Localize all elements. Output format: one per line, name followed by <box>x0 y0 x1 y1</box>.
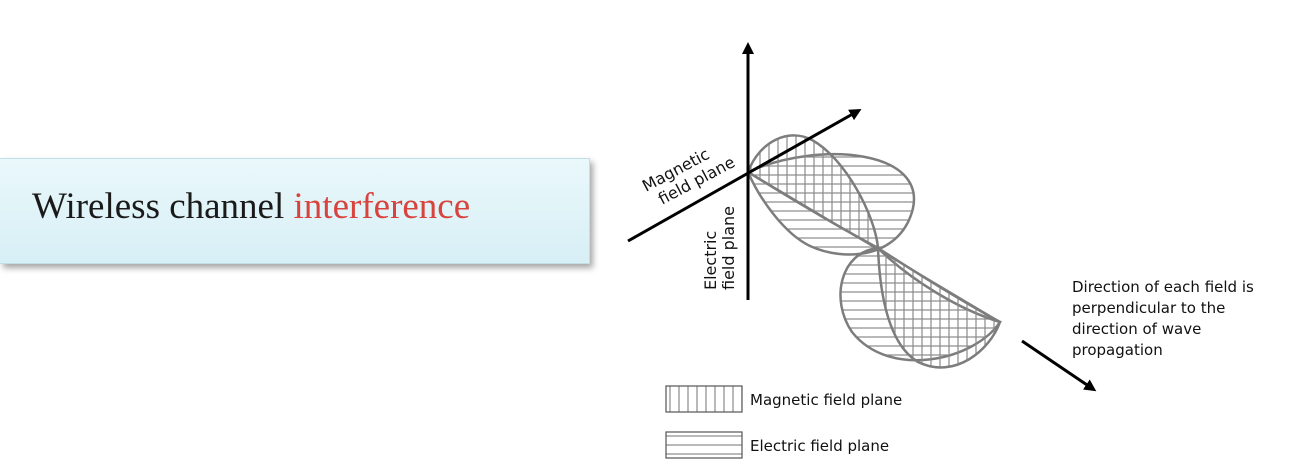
legend-label-electric: Electric field plane <box>750 437 889 455</box>
propagation-centerline <box>747 171 1001 323</box>
magnetic-axis-label: Magnetic field plane <box>639 136 738 213</box>
legend-label-magnetic: Magnetic field plane <box>750 391 902 409</box>
magnetic-axis <box>627 109 862 243</box>
legend: Magnetic field plane Electric field plan… <box>665 385 902 459</box>
title-highlight: interference <box>293 186 471 227</box>
legend-swatch-magnetic <box>665 385 743 413</box>
slide-title: Wireless channel interference <box>32 185 470 228</box>
legend-swatch-electric <box>665 431 743 459</box>
title-box: Wireless channel interference <box>0 158 590 264</box>
title-prefix: Wireless channel <box>32 186 294 227</box>
electric-axis-label: Electric field plane <box>701 206 738 290</box>
propagation-note: Direction of each field is perpendicular… <box>1072 278 1259 359</box>
propagation-arrow <box>1021 339 1097 392</box>
